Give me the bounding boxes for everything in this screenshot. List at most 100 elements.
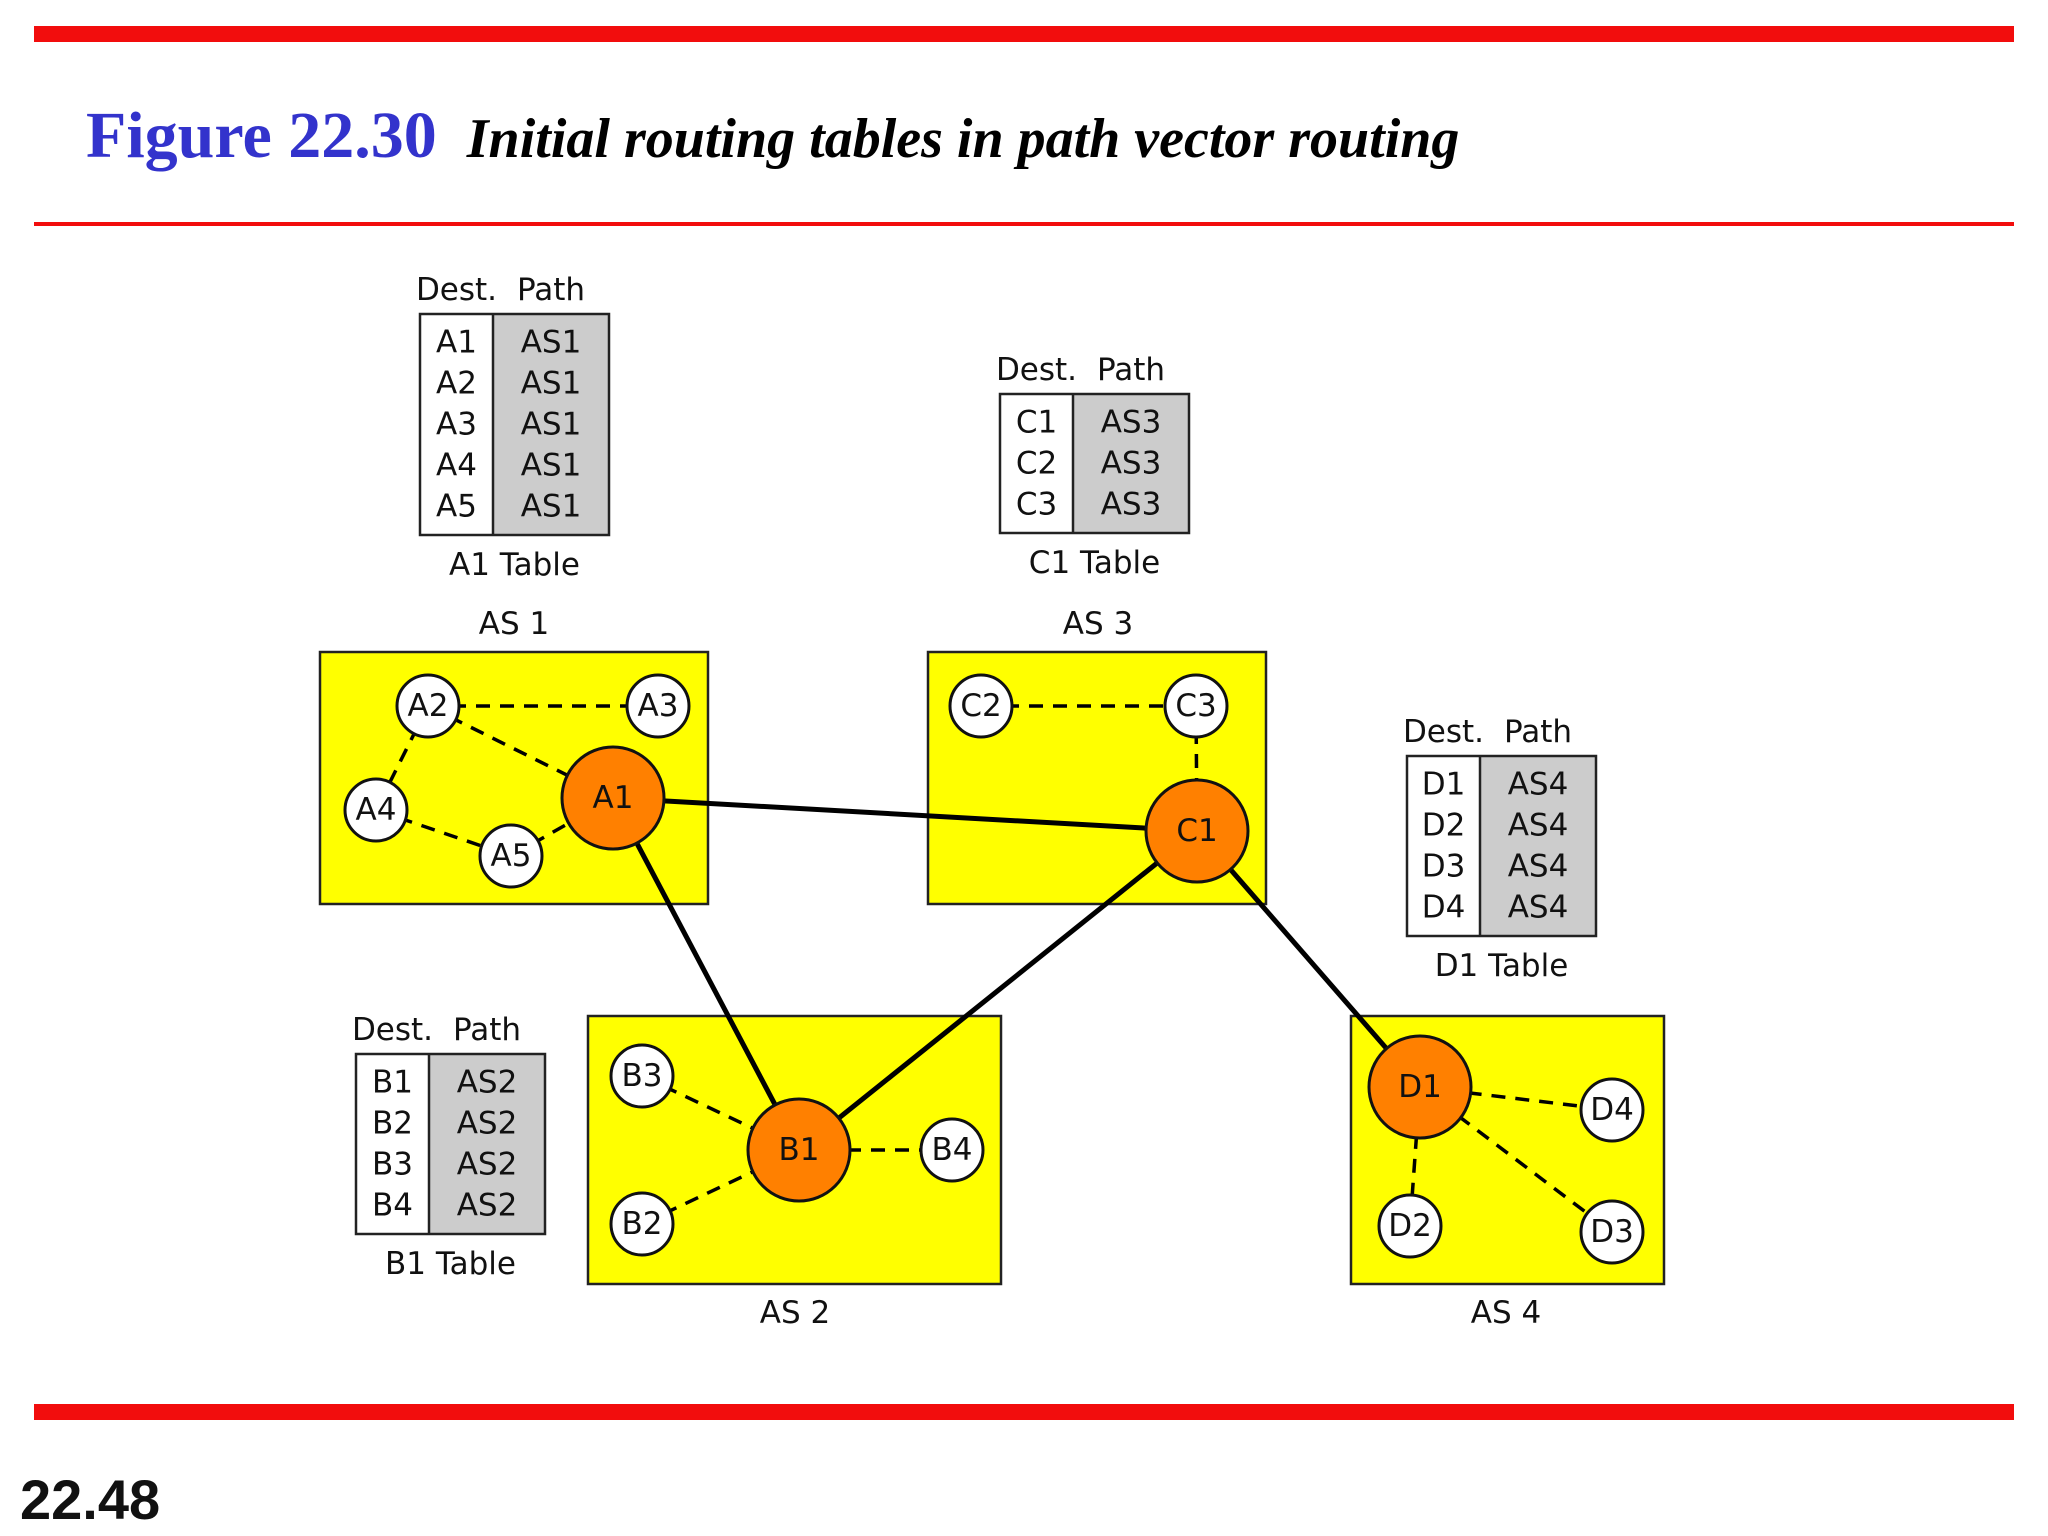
a1-table-path-cell: AS1 <box>521 366 582 402</box>
router-label-d4: D4 <box>1590 1092 1634 1128</box>
router-a3 <box>625 673 691 739</box>
router-label-b2: B2 <box>622 1206 663 1242</box>
d1-table-header-path: Path <box>1504 714 1572 750</box>
router-d1 <box>1367 1034 1473 1140</box>
router-label-c2: C2 <box>960 688 1001 724</box>
b1-table-dest-cell: B1 <box>372 1065 413 1101</box>
b1-table-path-cell: AS2 <box>457 1106 518 1142</box>
figure-label: Figure 22.30 <box>86 99 437 172</box>
b1-table-path-column <box>429 1054 545 1234</box>
c1-table-path-cell: AS3 <box>1101 446 1162 482</box>
b1-table-path-cell: AS2 <box>457 1188 518 1224</box>
figure-caption: Initial routing tables in path vector ro… <box>466 108 1460 170</box>
c1-table-header-dest: Dest. <box>996 352 1077 388</box>
a1-table-path-cell: AS1 <box>521 407 582 443</box>
router-d3 <box>1579 1199 1645 1265</box>
d1-table-path-cell: AS4 <box>1508 890 1569 926</box>
router-label-a4: A4 <box>356 792 397 828</box>
d1-table-dest-cell: D1 <box>1422 767 1466 803</box>
as-label-as3: AS 3 <box>1063 606 1133 642</box>
router-a4 <box>343 777 409 843</box>
b1-table-header-path: Path <box>453 1012 521 1048</box>
title-underline-rule <box>34 222 2014 226</box>
router-a1 <box>560 745 666 851</box>
as-label-as2: AS 2 <box>760 1295 830 1331</box>
router-label-b4: B4 <box>932 1132 973 1168</box>
a1-table-dest-cell: A3 <box>436 407 477 443</box>
b1-table-path-cell: AS2 <box>457 1147 518 1183</box>
figure-title: Figure 22.30 Initial routing tables in pa… <box>86 99 1460 173</box>
b1-table-frame <box>354 1052 547 1236</box>
link-B1-C1 <box>797 829 1199 1152</box>
b1-table-dest-column <box>356 1054 429 1234</box>
a1-table-dest-cell: A5 <box>436 489 477 525</box>
d1-table-header-dest: Dest. <box>1403 714 1484 750</box>
d1-table-frame <box>1405 754 1598 938</box>
a1-table-header-path: Path <box>517 272 585 308</box>
c1-table-frame <box>998 392 1191 535</box>
as-label-as4: AS 4 <box>1471 1295 1541 1331</box>
slide-number: 22.48 <box>20 1468 161 1531</box>
a1-table-path-cell: AS1 <box>521 448 582 484</box>
router-label-d3: D3 <box>1590 1214 1634 1250</box>
d1-table-path-cell: AS4 <box>1508 808 1569 844</box>
bottom-rule <box>34 1404 2014 1420</box>
router-a5 <box>478 823 544 889</box>
d1-table-path-cell: AS4 <box>1508 767 1569 803</box>
router-label-d1: D1 <box>1398 1069 1442 1105</box>
a1-table-path-column <box>493 314 609 535</box>
c1-table-dest-cell: C3 <box>1016 487 1057 523</box>
c1-table-path-column <box>1073 394 1189 533</box>
router-b1 <box>746 1097 852 1203</box>
router-label-a5: A5 <box>491 838 532 874</box>
a1-table-dest-cell: A4 <box>436 448 477 484</box>
d1-table-dest-cell: D4 <box>1422 890 1466 926</box>
a1-table-path-cell: AS1 <box>521 325 582 361</box>
router-c3 <box>1163 673 1229 739</box>
a1-table-dest-cell: A1 <box>436 325 477 361</box>
router-label-c3: C3 <box>1175 688 1216 724</box>
a1-table-dest-column <box>420 314 493 535</box>
d1-table-dest-column <box>1407 756 1480 936</box>
c1-table-dest-cell: C2 <box>1016 446 1057 482</box>
top-rule <box>34 26 2014 42</box>
b1-table-header-dest: Dest. <box>352 1012 433 1048</box>
c1-table-path-cell: AS3 <box>1101 487 1162 523</box>
c1-table-dest-cell: C1 <box>1016 405 1057 441</box>
a1-table-frame <box>418 312 611 537</box>
link-A1-C1 <box>612 795 1198 834</box>
router-label-a3: A3 <box>638 688 679 724</box>
b1-table-path-cell: AS2 <box>457 1065 518 1101</box>
router-label-b3: B3 <box>622 1058 663 1094</box>
c1-table-header-path: Path <box>1097 352 1165 388</box>
a1-table-path-cell: AS1 <box>521 489 582 525</box>
link-A1-B1 <box>610 796 802 1152</box>
router-b4 <box>919 1117 985 1183</box>
router-d2 <box>1377 1193 1443 1259</box>
router-b2 <box>609 1191 675 1257</box>
router-c1 <box>1144 778 1250 884</box>
link-C1-D1 <box>1195 829 1422 1089</box>
c1-table-dest-column <box>1000 394 1073 533</box>
router-label-a2: A2 <box>408 688 449 724</box>
a1-table-caption: A1 Table <box>449 547 580 583</box>
b1-table-dest-cell: B3 <box>372 1147 413 1183</box>
c1-table-path-cell: AS3 <box>1101 405 1162 441</box>
router-d4 <box>1579 1077 1645 1143</box>
router-label-d2: D2 <box>1388 1208 1432 1244</box>
router-c2 <box>948 673 1014 739</box>
b1-table-dest-cell: B2 <box>372 1106 413 1142</box>
router-b3 <box>609 1043 675 1109</box>
router-a2 <box>395 673 461 739</box>
a1-table-dest-cell: A2 <box>436 366 477 402</box>
as-label-as1: AS 1 <box>479 606 549 642</box>
router-label-c1: C1 <box>1176 813 1217 849</box>
link-D1-D3 <box>1418 1085 1614 1234</box>
d1-table-path-cell: AS4 <box>1508 849 1569 885</box>
b1-table-caption: B1 Table <box>385 1246 516 1282</box>
router-label-b1: B1 <box>779 1132 820 1168</box>
